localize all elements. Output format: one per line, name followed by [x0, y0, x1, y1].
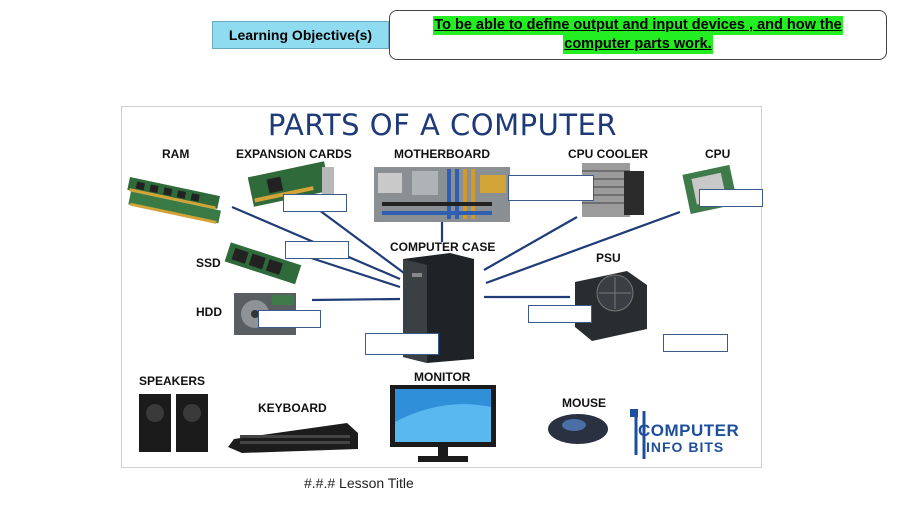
label-cpu-cooler: CPU COOLER [568, 147, 649, 161]
learning-objective-label: Learning Objective(s) [212, 21, 389, 49]
label-hdd: HDD [196, 305, 222, 319]
answer-box-computer-case[interactable] [365, 333, 439, 355]
label-expansion-cards: EXPANSION CARDS [236, 147, 352, 161]
ssd-image [224, 242, 302, 285]
cpu-cooler-image [582, 163, 644, 217]
logo-line-1: COMPUTER [638, 421, 740, 440]
diagram-title: PARTS OF A COMPUTER [267, 108, 618, 142]
objective-line-2: computer parts work. [563, 35, 713, 54]
label-motherboard: MOTHERBOARD [394, 147, 490, 161]
learning-objective-box: To be able to define output and input de… [389, 10, 887, 60]
objective-line-1: To be able to define output and input de… [433, 16, 843, 35]
label-computer-case: COMPUTER CASE [390, 240, 496, 254]
computer-info-bits-logo: COMPUTER INFO BITS [622, 407, 762, 463]
label-psu: PSU [596, 251, 621, 265]
mouse-image [548, 414, 608, 444]
label-cpu: CPU [705, 147, 731, 161]
label-mouse: MOUSE [562, 396, 607, 410]
parts-diagram: PARTS OF A COMPUTER [121, 106, 763, 468]
speakers-image [139, 394, 208, 452]
keyboard-image [228, 423, 358, 453]
answer-box-psu[interactable] [528, 305, 592, 323]
ram-image [127, 177, 221, 224]
monitor-image [390, 385, 496, 462]
answer-box-motherboard[interactable] [508, 175, 594, 201]
logo-line-2: INFO BITS [646, 439, 725, 455]
answer-box-cpu[interactable] [699, 189, 763, 207]
label-ssd: SSD [196, 256, 221, 270]
diagram-artwork [127, 161, 738, 462]
psu-image [575, 271, 647, 341]
label-monitor: MONITOR [414, 370, 471, 384]
lesson-title: #.#.# Lesson Title [304, 475, 414, 491]
connector-lines [231, 205, 681, 302]
answer-box-ssd[interactable] [285, 241, 349, 259]
label-ram: RAM [162, 147, 190, 161]
label-speakers: SPEAKERS [139, 374, 206, 388]
motherboard-image [374, 167, 510, 222]
answer-box-expansion-cards[interactable] [283, 194, 347, 212]
label-keyboard: KEYBOARD [258, 401, 327, 415]
answer-box-hdd[interactable] [258, 310, 321, 328]
answer-box-unlabeled[interactable] [663, 334, 728, 352]
